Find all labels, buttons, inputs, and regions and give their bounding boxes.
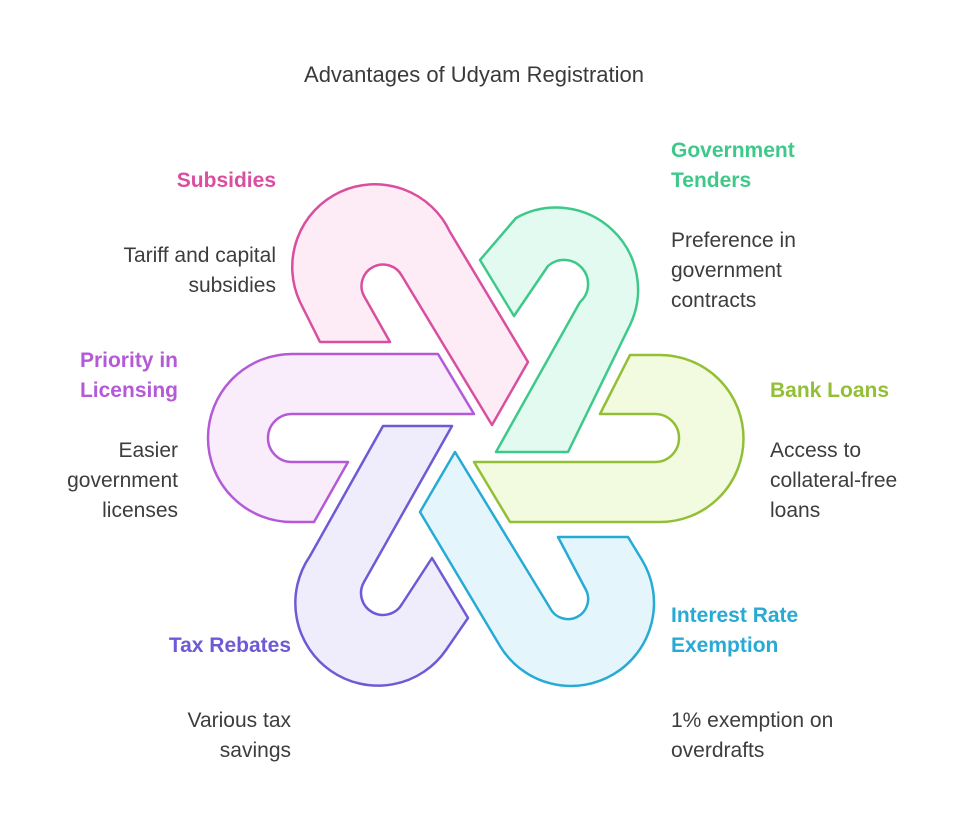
- government-tenders-description: Preference in government contracts: [671, 229, 796, 312]
- subsidies-hook: [290, 183, 530, 427]
- priority-in-licensing-label: Priority in Licensing: [79, 349, 178, 402]
- subsidies-description: Tariff and capital subsidies: [123, 244, 276, 297]
- interest-rate-exemption-hook: [418, 450, 656, 688]
- bank-loans-description: Access to collateral-free loans: [770, 439, 898, 522]
- diagram-title: Advantages of Udyam Registration: [304, 62, 644, 87]
- tax-rebates-label: Tax Rebates: [168, 634, 291, 657]
- bank-loans-hook: [472, 353, 745, 524]
- interest-rate-exemption-description: 1% exemption on overdrafts: [671, 709, 834, 762]
- bank-loans-label: Bank Loans: [770, 379, 890, 402]
- subsidies-label: Subsidies: [176, 169, 276, 192]
- tax-rebates-hook: [294, 424, 470, 687]
- priority-in-licensing-description: Easier government licenses: [67, 439, 178, 522]
- tax-rebates-description: Various tax savings: [187, 709, 292, 762]
- interest-rate-exemption-label: Interest Rate Exemption: [671, 604, 799, 657]
- government-tenders-label: Government Tenders: [671, 139, 795, 192]
- priority-in-licensing-hook: [206, 352, 476, 524]
- government-tenders-hook: [478, 206, 640, 454]
